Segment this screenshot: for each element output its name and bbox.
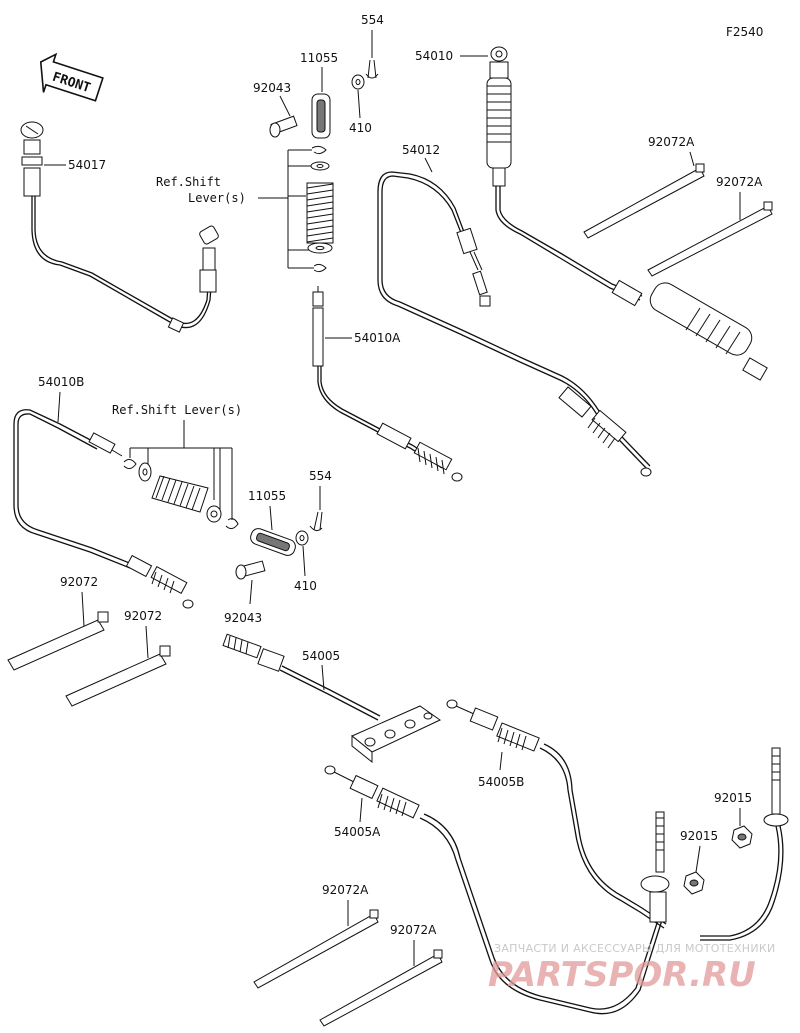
spring-stack-top (306, 145, 334, 273)
clip-554-top (365, 59, 379, 79)
cable-54005 (222, 633, 381, 721)
tie-92072A-4 (319, 949, 443, 1027)
pin-92043-top (269, 115, 298, 138)
label-54012: 54012 (402, 143, 440, 157)
label-54010: 54010 (415, 49, 453, 63)
nut-92015-2 (683, 871, 705, 895)
label-554-top: 554 (361, 13, 384, 27)
watermark-tagline: ЗАПЧАСТИ И АКСЕССУАРЫ ДЛЯ МОТОТЕХНИКИ (494, 942, 776, 955)
rod-right-center (640, 811, 670, 923)
tie-92072-2 (65, 645, 171, 707)
cable-54017 (20, 121, 219, 333)
pin-92043-mid (235, 560, 266, 580)
nut-92015-1 (731, 825, 753, 849)
cable-54005A (324, 765, 663, 1015)
label-92072A-4: 92072A (390, 923, 437, 937)
label-410-top: 410 (349, 121, 372, 135)
cable-54010B (13, 409, 194, 609)
label-54010A: 54010A (354, 331, 401, 345)
label-92072-1: 92072 (60, 575, 98, 589)
ref-shift-mid: Ref.Shift Lever(s) (112, 403, 242, 417)
watermark-logo: PARTSPOR.RU (488, 955, 756, 995)
ref-shift-top-line1: Ref.Shift (156, 175, 221, 189)
ref-shift-top-line2: Lever(s) (188, 191, 246, 205)
figure-code: F2540 (726, 25, 763, 39)
cable-54010 (486, 46, 768, 381)
label-54005A: 54005A (334, 825, 381, 839)
cable-54010A (312, 286, 463, 482)
clip-554-mid (309, 511, 323, 532)
label-554-mid: 554 (309, 469, 332, 483)
spring-stack-mid (123, 458, 239, 530)
tie-92072-1 (7, 611, 109, 671)
washer-410-mid (295, 530, 309, 546)
label-92015-1: 92015 (714, 791, 752, 805)
label-410-mid: 410 (294, 579, 317, 593)
label-54017: 54017 (68, 158, 106, 172)
label-11055-top: 11055 (300, 51, 338, 65)
label-92015-2: 92015 (680, 829, 718, 843)
label-92043-top: 92043 (253, 81, 291, 95)
washer-410-top (351, 74, 365, 90)
joint-11055-mid (250, 528, 296, 556)
tie-92072A-2 (647, 201, 773, 277)
label-92072A-2: 92072A (716, 175, 763, 189)
front-arrow: FRONT (39, 52, 104, 102)
label-92072A-3: 92072A (322, 883, 369, 897)
tie-92072A-1 (583, 163, 705, 239)
joint-11055-top (311, 93, 331, 139)
tie-92072A-3 (253, 909, 379, 989)
cable-equalizer (351, 705, 441, 764)
label-92072A-1: 92072A (648, 135, 695, 149)
rod-right-outer (700, 747, 789, 941)
cable-54012 (377, 171, 652, 477)
label-54010B: 54010B (38, 375, 84, 389)
label-92072-2: 92072 (124, 609, 162, 623)
label-92043-mid: 92043 (224, 611, 262, 625)
cable-54005B (446, 699, 667, 929)
label-11055-mid: 11055 (248, 489, 286, 503)
label-54005: 54005 (302, 649, 340, 663)
label-54005B: 54005B (478, 775, 524, 789)
